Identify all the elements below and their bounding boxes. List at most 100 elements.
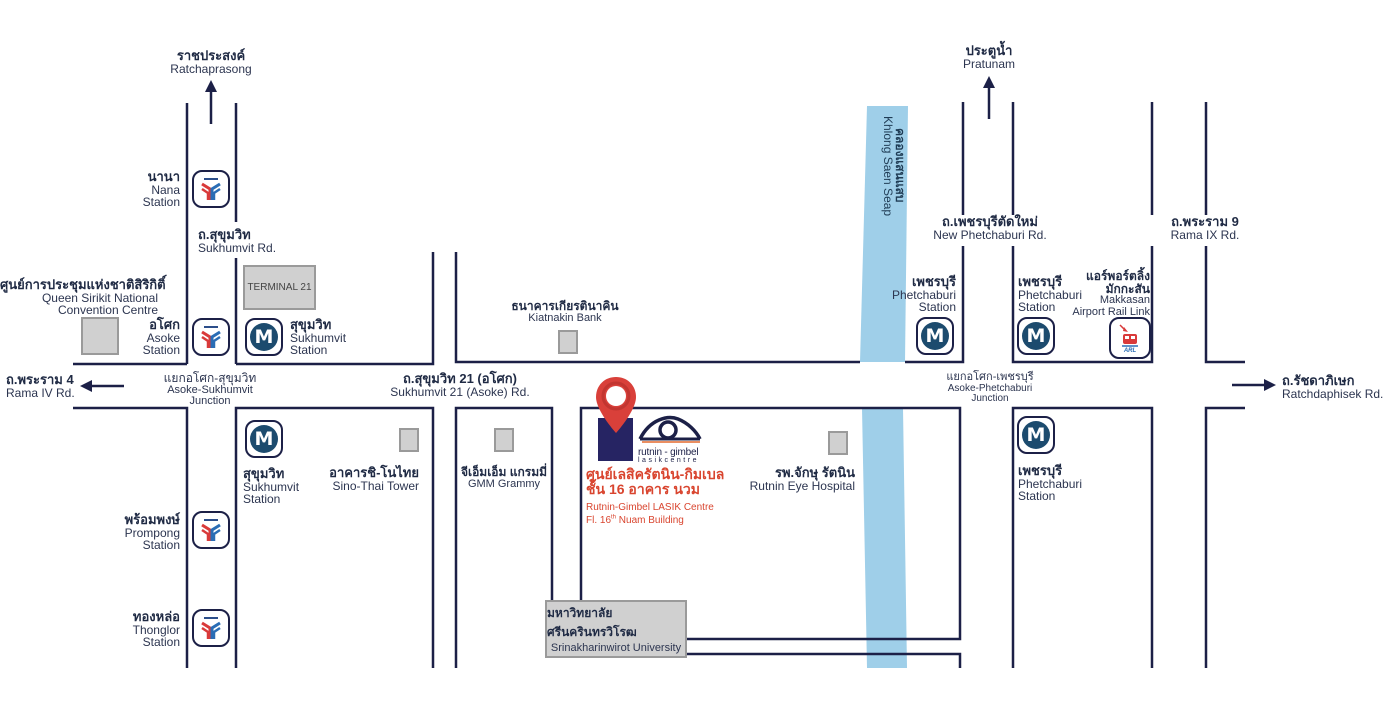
station-en: Phetchaburi (1018, 287, 1083, 302)
mrt-icon: M (1022, 322, 1050, 350)
station-label-makkasan: แอร์พอร์ตลิ้ง มักกะสัน Makkasan Airport … (1060, 270, 1150, 318)
arrow-up-icon-head (983, 76, 995, 88)
location-pin-icon[interactable] (594, 375, 638, 437)
building-sino-thai[interactable] (399, 428, 419, 452)
road-edge (905, 246, 965, 364)
canal-label: คลองแสนแสบ Khlong Saen Seap (871, 116, 911, 218)
station-label-phetchaburi-3: เพชรบุรี Phetchaburi Station (1018, 464, 1082, 503)
station-th: เพชรบุรี (911, 274, 956, 289)
mrt-icon: M (921, 322, 949, 350)
bts-station-prompong[interactable] (192, 511, 230, 549)
station-en: Station (290, 343, 328, 358)
landmark-th: มหาวิทยาลัยศรีนครินทรวิโรฒ (547, 606, 637, 639)
direction-th: ถ.รัชดาภิเษก (1282, 373, 1355, 388)
station-en: Station (142, 538, 180, 553)
station-en: Asoke (146, 330, 180, 345)
station-en: Station (142, 635, 180, 650)
arrow-left-icon-head (80, 380, 92, 392)
landmark-label-rutnin-hospital: รพ.จักษุ รัตนิน Rutnin Eye Hospital (735, 466, 855, 492)
junction-asoke-sukhumvit: แยกอโศก-สุขุมวิท Asoke-Sukhumvit Junctio… (140, 372, 280, 408)
road-edge (236, 252, 435, 366)
landmark-label-gmm-grammy: จีเอ็มเอ็ม แกรมมี่ GMM Grammy (450, 466, 558, 490)
station-label-sukhumvit-north: สุขุมวิท Sukhumvit Station (290, 318, 346, 357)
road-th: ถ.สุขุมวิท 21 (อโศก) (403, 371, 517, 386)
landmark-label-sino-thai: อาคารชิ-โนไทย Sino-Thai Tower (320, 466, 419, 492)
arl-text: ARL (1123, 348, 1137, 353)
road-label-sukhumvit: ถ.สุขุมวิท Sukhumvit Rd. (198, 228, 276, 254)
arrow-right-icon-head (1264, 379, 1276, 391)
junction-th: แยกอโศก-เพชรบุรี (946, 371, 1034, 383)
landmark-en: Sino-Thai Tower (332, 478, 419, 493)
landmark-th: ธนาคารเกียรตินาคิน (511, 299, 619, 313)
road-edge (1011, 406, 1154, 668)
mrt-station-phetchaburi-2[interactable]: M (1017, 317, 1055, 355)
road-th: ถ.เพชรบุรีตัดใหม่ (942, 214, 1038, 229)
road-edge (1204, 246, 1245, 364)
station-en: Station (142, 343, 180, 358)
arrow-up-icon-head (205, 80, 217, 92)
floor-text: Fl. 16 (586, 515, 612, 527)
station-th: เพชรบุรี (1018, 463, 1063, 478)
station-label-prompong: พร้อมพงษ์ Prompong Station (90, 513, 180, 552)
station-en: Station (243, 492, 281, 507)
junction-en: Asoke-Sukhumvit (167, 383, 253, 396)
building-gmm-grammy[interactable] (494, 428, 514, 452)
destination-th: ชั้น 16 อาคาร นวม (586, 480, 700, 497)
eye-logo-icon (638, 415, 702, 443)
station-en: Sukhumvit (243, 479, 300, 494)
junction-en: Junction (971, 393, 1009, 405)
mrt-icon: M (1022, 421, 1050, 449)
arl-station-makkasan[interactable]: ARL (1109, 317, 1151, 359)
landmark-en: Kiatnakin Bank (528, 311, 602, 324)
destination-th: ศูนย์เลสิครัตนิน-กิมเบล (586, 466, 725, 482)
building-kiatnakin[interactable] (558, 330, 578, 354)
landmark-en: Srinakharinwirot University (550, 642, 682, 654)
road-en: Rama IX Rd. (1170, 227, 1240, 242)
mrt-station-sukhumvit-north[interactable]: M (245, 318, 283, 356)
direction-rama4: ถ.พระราม 4 Rama IV Rd. (6, 373, 75, 399)
mrt-station-phetchaburi-3[interactable]: M (1017, 416, 1055, 454)
landmark-en: Rutnin Eye Hospital (749, 478, 855, 493)
road-edge (579, 406, 962, 641)
bts-station-thonglor[interactable] (192, 609, 230, 647)
building-terminal21[interactable]: TERMINAL 21 (243, 265, 316, 310)
station-label-phetchaburi-1: เพชรบุรี Phetchaburi Station (870, 275, 956, 314)
bts-icon (201, 326, 221, 348)
station-en: Thonglor (132, 622, 180, 637)
landmark-th: รพ.จักษุ รัตนิน (774, 465, 855, 480)
road-en: New Phetchaburi Rd. (933, 227, 1047, 242)
junction-asoke-phetchaburi: แยกอโศก-เพชรบุรี Asoke-Phetchaburi Junct… (920, 371, 1060, 405)
station-label-phetchaburi-2: เพชรบุรี Phetchaburi Station (1018, 275, 1082, 314)
station-th: แอร์พอร์ตลิ้ง (1086, 269, 1150, 283)
road-edge (454, 406, 554, 668)
mrt-icon: M (250, 323, 278, 351)
direction-en: Pratunam (962, 56, 1016, 71)
building-srinakharinwirot-university[interactable]: มหาวิทยาลัยศรีนครินทรวิโรฒ Srinakharinwi… (545, 600, 687, 658)
building-text: Nuam Building (616, 515, 684, 527)
road-th: ถ.พระราม 9 (1171, 214, 1239, 229)
road-en: Sukhumvit 21 (Asoke) Rd. (390, 384, 530, 399)
direction-en: Ratchaprasong (170, 61, 252, 76)
road-label-new-phetchaburi: ถ.เพชรบุรีตัดใหม่ New Phetchaburi Rd. (915, 215, 1065, 241)
bts-icon (201, 178, 221, 200)
landmark-en: GMM Grammy (467, 477, 541, 490)
station-th: ทองหล่อ (132, 609, 180, 624)
station-en: Station (142, 195, 180, 210)
bts-station-asoke[interactable] (192, 318, 230, 356)
building-rutnin-hospital[interactable] (828, 431, 848, 455)
direction-pratunam: ประตูน้ำ Pratunam (950, 44, 1028, 70)
terminal21-label: TERMINAL 21 (247, 282, 312, 293)
logo-name: rutnin - gimbel (638, 447, 699, 458)
station-th: นานา (147, 169, 180, 184)
bts-station-nana[interactable] (192, 170, 230, 208)
landmark-label-qsncc: ศูนย์การประชุมแห่งชาติสิริกิติ์ Queen Si… (0, 278, 166, 317)
road-edge (454, 252, 860, 364)
building-qsncc[interactable] (81, 317, 119, 355)
mrt-station-phetchaburi-1[interactable]: M (916, 317, 954, 355)
bts-icon (201, 519, 221, 541)
direction-en: Rama IV Rd. (6, 385, 75, 400)
station-label-sukhumvit-south: สุขุมวิท Sukhumvit Station (243, 467, 299, 506)
canal-en: Khlong Saen Seap (881, 116, 895, 217)
station-th: สุขุมวิท (243, 466, 285, 481)
mrt-station-sukhumvit-south[interactable]: M (245, 420, 283, 458)
